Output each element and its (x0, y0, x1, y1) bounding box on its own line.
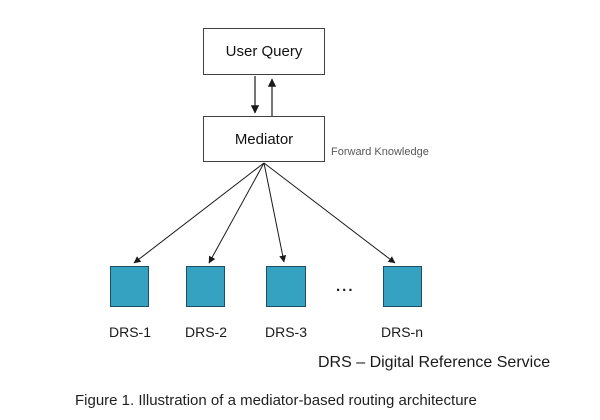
drs-2-node (186, 266, 225, 307)
mediator-to-drs3-arrow (263, 162, 287, 263)
user-query-label: User Query (225, 43, 303, 60)
mediator-to-drs2-arrow (208, 162, 265, 264)
drs-legend-text: DRS – Digital Reference Service (318, 354, 551, 371)
mediator-to-drs1-arrow (133, 162, 265, 264)
forward-knowledge-label: Forward Knowledge (331, 146, 429, 158)
drs-n-label: DRS-n (380, 324, 423, 340)
drs-ellipsis: ... (336, 278, 355, 295)
mediator-to-drsn-arrow (263, 162, 396, 264)
mediator-node: Mediator (203, 116, 325, 162)
drs-1-label: DRS-1 (108, 324, 151, 340)
drs-1-node (110, 266, 149, 307)
drs-3-node (266, 266, 306, 307)
user-query-node: User Query (203, 28, 325, 75)
mediator-label: Mediator (234, 130, 294, 148)
drs-n-node (383, 266, 422, 307)
drs-2-label: DRS-2 (184, 324, 227, 340)
figure-caption: Figure 1. Illustration of a mediator-bas… (75, 392, 477, 409)
drs-3-label: DRS-3 (264, 324, 307, 340)
